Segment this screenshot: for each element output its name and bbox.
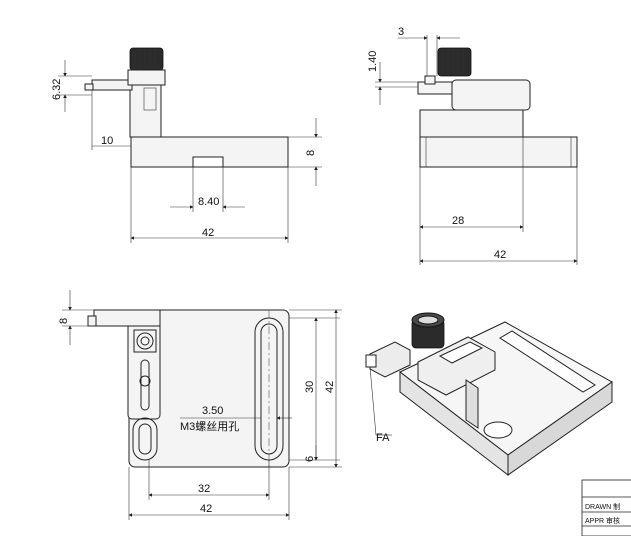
front-post xyxy=(129,84,162,138)
top-dim-total-height: 42 xyxy=(324,381,336,393)
side-dim-top-offset: 3 xyxy=(398,26,404,38)
front-dim-right-height: 8 xyxy=(305,150,317,156)
top-dim-slot-span: 32 xyxy=(198,483,210,495)
front-view: 6.32 10 8 8.40 42 xyxy=(51,47,322,243)
top-note-m3-hole: M3螺丝用孔 xyxy=(180,420,239,433)
side-dim-total-width: 42 xyxy=(494,249,506,261)
top-arm-head xyxy=(93,309,161,327)
isometric-view: FA xyxy=(365,312,613,477)
front-dim-slot-width: 8.40 xyxy=(198,196,219,208)
front-bottom-slot xyxy=(192,156,224,168)
side-riser xyxy=(419,109,524,138)
top-dim-total-width: 42 xyxy=(200,503,212,515)
top-dim-left-height: 8 xyxy=(58,318,70,324)
top-arm-slot xyxy=(140,359,150,411)
side-dim-top-height: 1.40 xyxy=(367,51,379,72)
iso-label-fa: FA xyxy=(376,432,390,444)
top-view: 8 3.50 M3螺丝用孔 30 42 6 32 42 xyxy=(58,290,342,520)
top-left-slot xyxy=(132,417,158,461)
front-dim-top-height: 6.32 xyxy=(51,79,63,100)
top-dim-inner-height: 30 xyxy=(304,381,316,393)
front-dim-total-width: 42 xyxy=(202,227,214,239)
side-view: 3 1.40 28 42 xyxy=(367,26,578,265)
side-base-plate xyxy=(419,136,578,168)
top-screw-head xyxy=(136,332,154,350)
front-dim-left-offset: 10 xyxy=(101,135,113,147)
top-dim-bottom-offset: 6 xyxy=(304,456,316,462)
title-block-drawn: DRAWN 制 xyxy=(585,502,620,511)
title-block: DRAWN 制 APPR 审核 xyxy=(581,479,631,536)
side-dim-inner-width: 28 xyxy=(452,215,464,227)
top-dim-slot-gap: 3.50 xyxy=(202,405,223,417)
side-clamp xyxy=(451,79,531,111)
front-left-arm xyxy=(91,79,133,91)
title-block-approved: APPR 审核 xyxy=(585,516,620,525)
